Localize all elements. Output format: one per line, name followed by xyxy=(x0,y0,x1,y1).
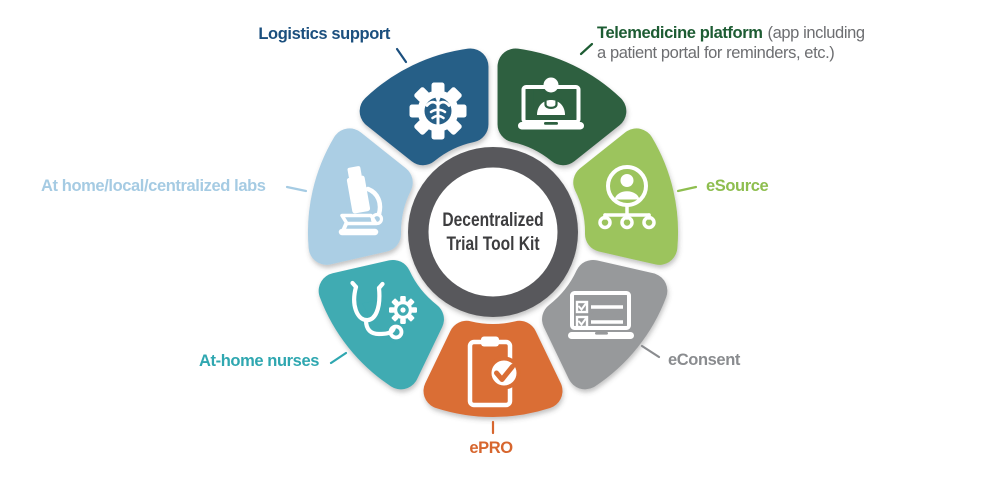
label-connectors xyxy=(285,42,698,435)
check-mark xyxy=(494,364,515,382)
orgchart-node-right xyxy=(642,215,656,230)
stethoscope-eartip-right xyxy=(376,281,385,291)
laptop-checklist-icon xyxy=(568,291,634,339)
consent-checkbox-1 xyxy=(575,300,589,314)
gear-caduceus-icon xyxy=(409,82,467,140)
microscope-icon xyxy=(338,166,384,236)
center-title-line1: Decentralized xyxy=(442,209,543,231)
microscope-tube-group xyxy=(346,166,371,214)
microscope-eyepiece xyxy=(347,166,362,179)
laptop-base xyxy=(518,122,584,130)
microscope-foot xyxy=(341,222,348,233)
connector-esource xyxy=(676,185,698,193)
consent-check-2 xyxy=(578,318,587,327)
consent-checkbox-2 xyxy=(575,315,589,329)
label-epro: ePRO xyxy=(469,439,513,457)
clipboard-check-icon xyxy=(467,336,521,408)
microscope-stage xyxy=(340,213,378,226)
caduceus-snake-lower xyxy=(431,114,445,120)
label-telemedicine-paren1: (app including xyxy=(767,24,866,42)
consent-notch xyxy=(595,332,608,335)
check-circle xyxy=(487,356,521,390)
laptop-notch xyxy=(544,122,558,125)
petal-esource xyxy=(573,128,678,265)
gear-tooth xyxy=(389,307,395,313)
petal-logistics xyxy=(359,48,489,166)
connector-econsent xyxy=(640,344,661,359)
person-orgchart-icon xyxy=(598,165,656,230)
label-telemedicine-paren2: a patient portal for reminders, etc.) xyxy=(597,44,835,62)
laptop-doctor-icon xyxy=(518,77,584,130)
stethoscope-gear-icon xyxy=(350,280,417,340)
small-gear xyxy=(389,296,417,324)
connector-telemedicine xyxy=(579,42,594,56)
orgchart-node-mid xyxy=(620,215,634,230)
label-telemedicine-line1: Telemedicine platform(app including xyxy=(597,23,897,43)
connector-labs xyxy=(285,185,308,193)
gear-hub xyxy=(400,307,406,313)
center-title: Decentralized Trial Tool Kit xyxy=(442,209,543,255)
caduceus-wings xyxy=(425,100,451,109)
person-head xyxy=(620,174,634,187)
person-shoulders xyxy=(614,191,640,200)
stethoscope-chestpiece xyxy=(388,324,404,340)
gear-ring xyxy=(417,90,459,132)
consent-base xyxy=(568,332,634,339)
consent-check-1 xyxy=(578,303,587,312)
label-telemedicine-platform: Telemedicine platform(app including a pa… xyxy=(597,23,897,63)
doctor-stethoscope xyxy=(544,99,558,109)
label-telemedicine-bold: Telemedicine platform xyxy=(597,24,763,42)
orgchart-node-left xyxy=(598,215,612,230)
gear-ring xyxy=(393,300,413,320)
consent-screen xyxy=(570,291,631,330)
label-logistics-support: Logistics support xyxy=(258,25,390,43)
connector-logistics xyxy=(395,47,408,64)
clipboard-clip xyxy=(481,336,499,347)
microscope-tube xyxy=(346,175,371,214)
gear-tooth xyxy=(400,318,406,324)
caduceus-snake-upper xyxy=(429,108,447,114)
label-econsent: eConsent xyxy=(668,351,740,369)
label-labs: At home/local/centralized labs xyxy=(41,177,266,195)
gear-tooth xyxy=(400,296,406,302)
label-esource: eSource xyxy=(706,177,769,195)
caduceus-knob xyxy=(435,95,441,101)
center-title-line2: Trial Tool Kit xyxy=(446,233,539,255)
stethoscope-eartip-left xyxy=(350,280,359,290)
connector-nurses xyxy=(329,351,348,365)
center-disc xyxy=(428,167,558,297)
microscope-arm xyxy=(365,186,383,217)
label-at-home-nurses: At-home nurses xyxy=(199,352,320,370)
gear-tooth xyxy=(411,307,417,313)
